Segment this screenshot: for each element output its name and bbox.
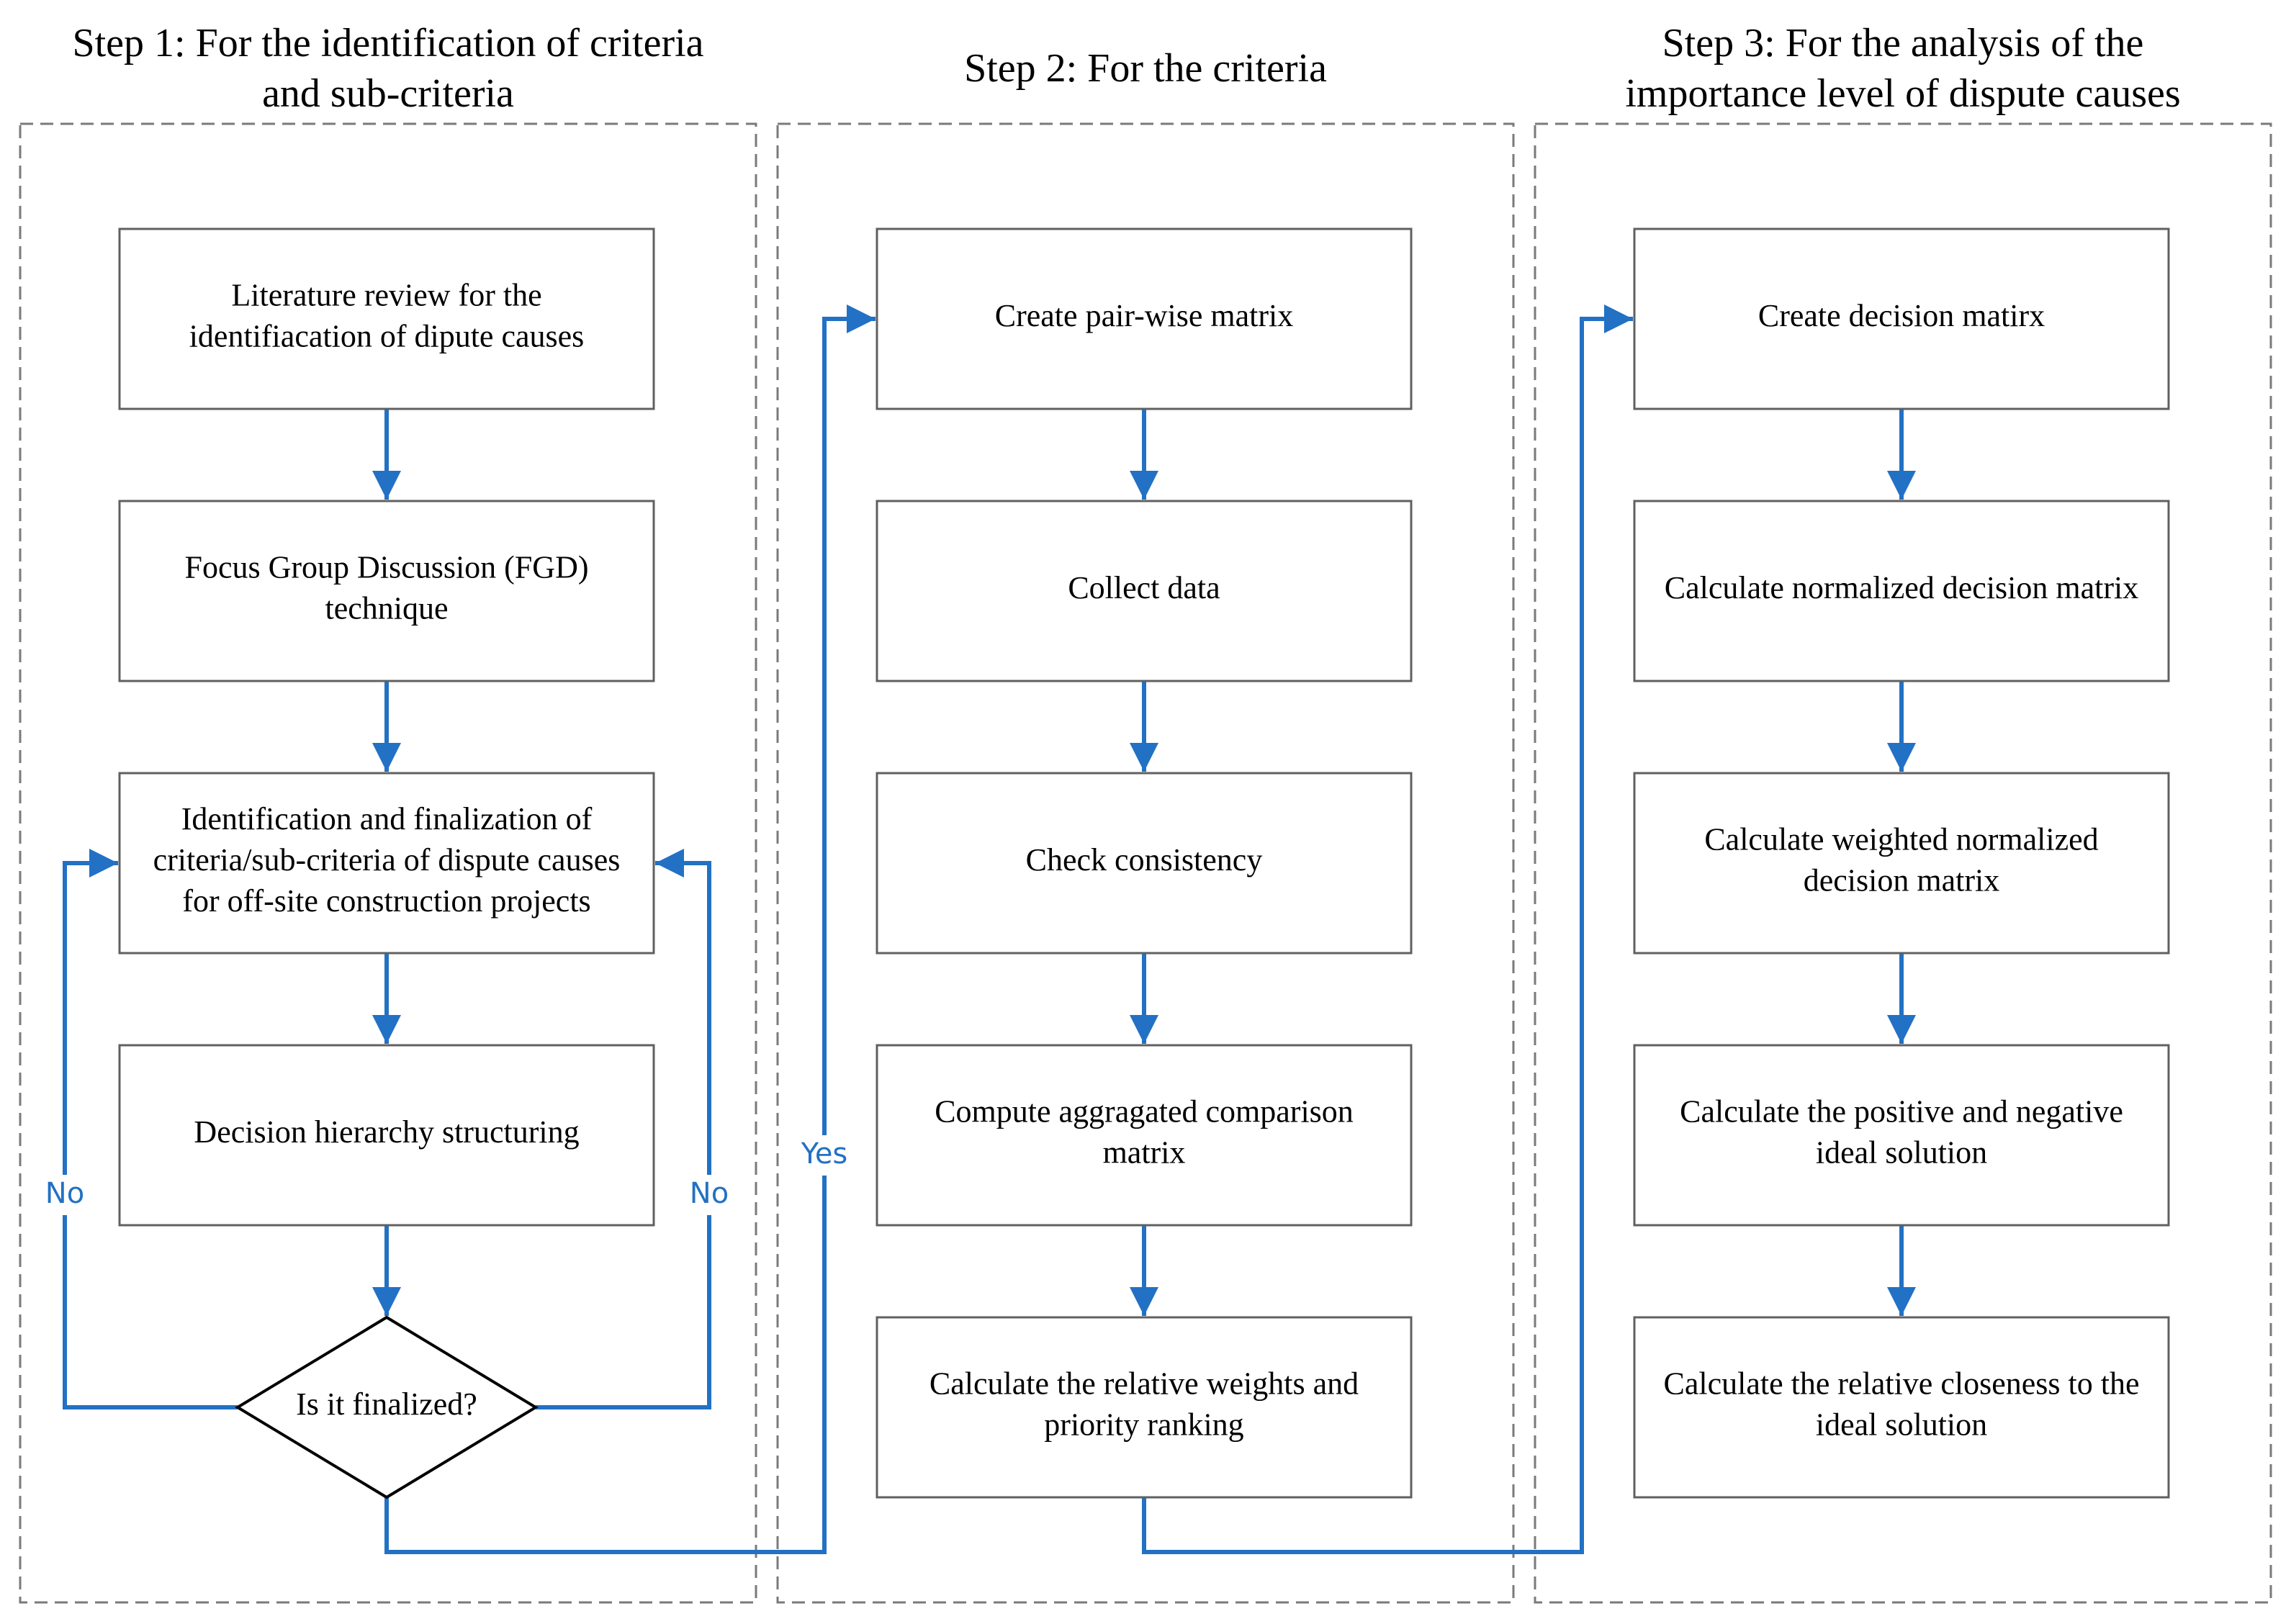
process-box bbox=[118, 500, 655, 682]
step-2-box-4-label-line-2: matrix bbox=[1103, 1135, 1186, 1170]
decision-label: Is it finalized? bbox=[296, 1386, 477, 1422]
step2-to-step3-connector bbox=[1142, 304, 1633, 1554]
step-2-box-4-label-line-1: Compute aggragated comparison bbox=[935, 1094, 1354, 1129]
no-label-1: No bbox=[45, 1177, 84, 1210]
process-box bbox=[1633, 500, 2170, 682]
step-3-box-4: Calculate the positive and negative ideal… bbox=[1633, 1044, 2170, 1227]
process-box bbox=[1633, 772, 2170, 955]
step-3-box-2-label-line-1: Calculate normalized decision matrix bbox=[1665, 570, 2139, 605]
label-bg bbox=[683, 1175, 735, 1215]
step-3-box-2: Calculate normalized decision matrix bbox=[1633, 500, 2170, 682]
step-1-panel bbox=[19, 122, 757, 1604]
step-3-box-1-label-line-1: Create decision matirx bbox=[1758, 298, 2045, 333]
step-1-box-3-label-line-1: Identification and finalization of bbox=[181, 801, 593, 836]
step-2-box-2: Collect data bbox=[876, 500, 1413, 682]
step-2-box-3-label-line-1: Check consistency bbox=[1026, 842, 1263, 878]
step-1-box-2: Focus Group Discussion (FGD) technique bbox=[118, 500, 655, 682]
process-box bbox=[118, 1044, 655, 1227]
process-box bbox=[1633, 1316, 2170, 1499]
no-label-2: No bbox=[690, 1177, 729, 1210]
step-2-box-4: Compute aggragated comparison matrix bbox=[876, 1044, 1413, 1227]
step-2-box-5-label-line-1: Calculate the relative weights and bbox=[930, 1366, 1359, 1402]
step-1-box-3-label-line-3: for off-site construction projects bbox=[182, 883, 590, 919]
step-1-box-3-label-line-2: criteria/sub-criteria of dispute causes bbox=[153, 842, 621, 878]
step-1-box-4: Decision hierarchy structuring bbox=[118, 1044, 655, 1227]
step-1-box-1-label-line-1: Literature review for the bbox=[231, 278, 541, 313]
step-3-box-5-label-line-2: ideal solution bbox=[1816, 1407, 1987, 1443]
yes-connector bbox=[384, 304, 876, 1554]
step-3-box-5: Calculate the relative closeness to the i… bbox=[1633, 1316, 2170, 1499]
step-2-box-5: Calculate the relative weights and priori… bbox=[876, 1316, 1413, 1499]
step-1-box-2-label-line-1: Focus Group Discussion (FGD) bbox=[185, 550, 589, 585]
step-3-box-4-label-line-2: ideal solution bbox=[1816, 1135, 1987, 1170]
step-1-title-line-2: and sub-criteria bbox=[262, 71, 514, 116]
process-box bbox=[876, 500, 1413, 682]
no-loop-right bbox=[536, 849, 711, 1409]
decision-shape bbox=[235, 1315, 539, 1499]
process-box bbox=[1633, 227, 2170, 410]
step-2-title-line-1: Step 2: For the criteria bbox=[964, 46, 1327, 91]
step-1-box-1: Literature review for the identifiacation… bbox=[118, 227, 655, 410]
step-2-panel bbox=[776, 122, 1515, 1604]
step-1-box-1-label-line-2: identifiacation of dipute causes bbox=[189, 319, 585, 354]
step-3-box-3: Calculate weighted normalized decision ma… bbox=[1633, 772, 2170, 955]
step-3-box-3-label-line-1: Calculate weighted normalized bbox=[1704, 822, 2098, 857]
step-3-box-3-label-line-2: decision matrix bbox=[1804, 863, 2000, 898]
label-bg bbox=[796, 1135, 853, 1176]
step-1-box-4-label-line-1: Decision hierarchy structuring bbox=[194, 1114, 579, 1150]
no-loop-left bbox=[63, 849, 238, 1409]
step-1-box-3: Identification and finalization of criter… bbox=[118, 772, 655, 955]
step-2-box-2-label-line-1: Collect data bbox=[1068, 570, 1220, 605]
step-3-box-4-label-line-1: Calculate the positive and negative bbox=[1680, 1094, 2123, 1129]
process-box bbox=[118, 772, 655, 955]
step-2-box-1-label-line-1: Create pair-wise matrix bbox=[995, 298, 1294, 333]
step-1-title-line-1: Step 1: For the identification of criter… bbox=[72, 21, 703, 66]
process-box bbox=[876, 1316, 1413, 1499]
label-bg bbox=[39, 1175, 91, 1215]
process-box bbox=[876, 772, 1413, 955]
step-2-box-3: Check consistency bbox=[876, 772, 1413, 955]
process-box bbox=[876, 1044, 1413, 1227]
process-box bbox=[1633, 1044, 2170, 1227]
step-3-box-1: Create decision matirx bbox=[1633, 227, 2170, 410]
step-3-panel bbox=[1534, 122, 2272, 1604]
step-3-box-5-label-line-1: Calculate the relative closeness to the bbox=[1664, 1366, 2140, 1402]
step-2-box-5-label-line-2: priority ranking bbox=[1044, 1407, 1243, 1443]
process-box bbox=[876, 227, 1413, 410]
decision-diamond: Is it finalized? bbox=[235, 1315, 539, 1499]
yes-label: Yes bbox=[801, 1137, 848, 1170]
step-3-title-line-2: importance level of dispute causes bbox=[1625, 71, 2180, 116]
step-1-box-2-label-line-2: technique bbox=[325, 591, 448, 626]
step-2-box-1: Create pair-wise matrix bbox=[876, 227, 1413, 410]
process-box bbox=[118, 227, 655, 410]
step-3-title-line-1: Step 3: For the analysis of the bbox=[1662, 21, 2144, 66]
